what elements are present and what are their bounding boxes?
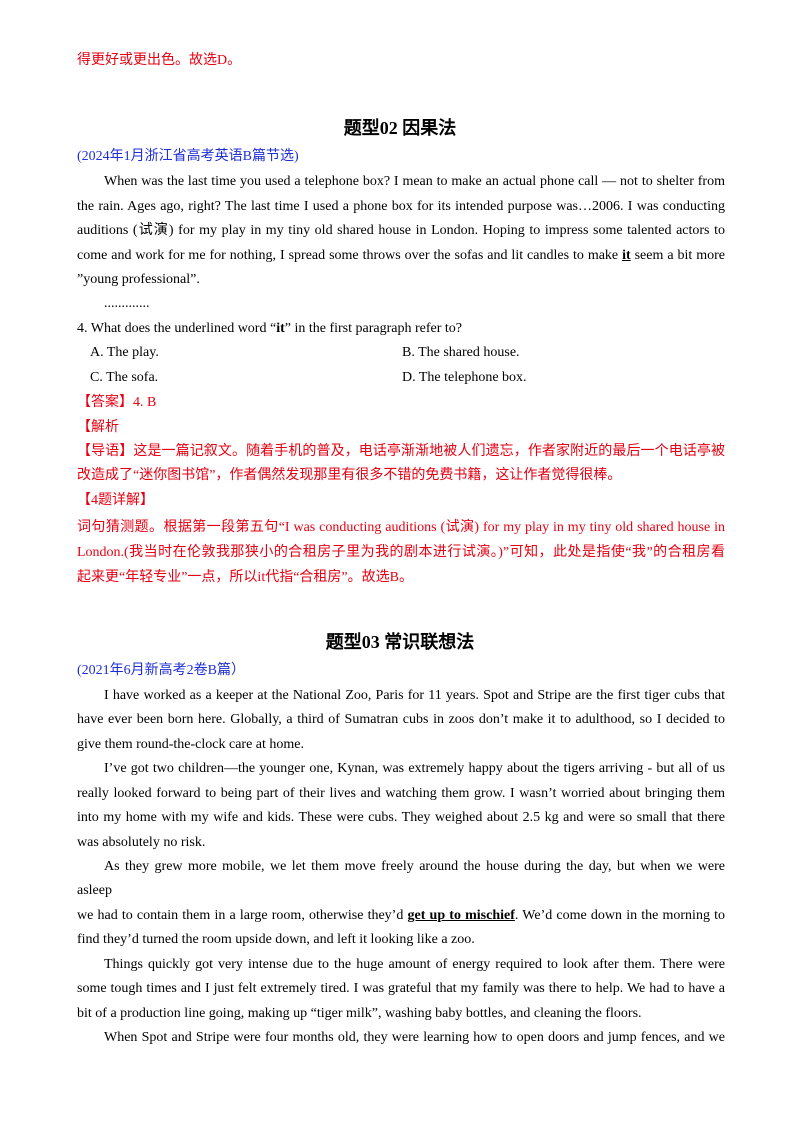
option-d: D. The telephone box. [402, 370, 527, 385]
question-text: 4. What does the underlined word “ [77, 321, 277, 336]
guide-line: 【导语】这是一篇记叙文。随着手机的普及，电话亭渐渐地被人们遗忘，作者家附近的最后… [77, 444, 725, 459]
passage-line: was absolutely no risk. [77, 835, 206, 850]
guide-line: 改造成了“迷你图书馆”，作者偶然发现那里有很多不错的免费书籍，这让作者觉得很棒。 [77, 468, 622, 483]
detail-line: 词句猜测题。根据第一段第五句“I was conducting audition… [77, 520, 725, 535]
passage-text: come and work for me for nothing, I spre… [77, 248, 623, 263]
question-key-word: it [276, 321, 285, 336]
passage-line: ”young professional”. [77, 272, 200, 287]
passage-line: some tough times and I just felt extreme… [77, 981, 725, 996]
passage-line: When Spot and Stripe were four months ol… [104, 1030, 725, 1045]
option-a: A. The play. [90, 345, 159, 360]
passage-line: find they’d turned the room upside down,… [77, 932, 475, 947]
question-text: ” in the first paragraph refer to? [284, 321, 462, 336]
passage-line: the rain. Ages ago, right? The last time… [77, 199, 725, 214]
detail-line: 起来更“年轻专业”一点，所以it代指“合租房”。故选B。 [77, 570, 413, 585]
analysis-label: 【解析 [77, 420, 119, 435]
passage-line: Things quickly got very intense due to t… [104, 957, 725, 972]
answer-label: 【答案】4. B [77, 395, 157, 410]
passage-line: into my home with my wife and kids. Thes… [77, 810, 725, 825]
passage-line: asleep [77, 883, 112, 898]
passage-text: we had to contain them in a large room, … [77, 908, 408, 923]
passage-line: As they grew more mobile, we let them mo… [104, 859, 725, 874]
passage-source: (2024年1月浙江省高考英语B篇节选) [77, 149, 299, 164]
section-heading-cause-effect: 题型02 因果法 [343, 118, 457, 138]
passage-source: (2021年6月新高考2卷B篇） [77, 663, 245, 678]
underlined-word-it: it [622, 248, 631, 263]
passage-text: . We’d come down in the morning to [514, 908, 726, 923]
underlined-phrase: get up to mischief [407, 908, 515, 923]
passage-line: come and work for me for nothing, I spre… [77, 246, 725, 266]
previous-answer-tail: 得更好或更出色。故选D。 [77, 53, 242, 68]
passage-line: give them round-the-clock care at home. [77, 737, 305, 752]
passage-line: have ever been born here. Globally, a th… [77, 712, 725, 727]
passage-line: When was the last time you used a teleph… [104, 174, 725, 189]
passage-line: auditions (试演) for my play in my tiny ol… [77, 223, 725, 238]
detail-line: London.(我当时在伦敦我那狭小的合租房子里为我的剧本进行试演。)”可知，此… [77, 545, 725, 560]
passage-line: I’ve got two children—the younger one, K… [104, 761, 725, 776]
passage-line: I have worked as a keeper at the Nationa… [104, 688, 725, 703]
option-c: C. The sofa. [90, 370, 159, 385]
section-heading-common-sense: 题型03 常识联想法 [325, 632, 475, 652]
detail-title: 【4题详解】 [77, 493, 154, 508]
option-b: B. The shared house. [402, 345, 520, 360]
question-4: 4. What does the underlined word “it” in… [77, 319, 725, 339]
passage-line: really looked forward to being part of t… [77, 786, 725, 801]
passage-text: seem a bit more [630, 248, 725, 263]
ellipsis: ............. [104, 296, 150, 311]
passage-line: we had to contain them in a large room, … [77, 906, 725, 926]
passage-line: bit of a production line going, making u… [77, 1006, 642, 1021]
